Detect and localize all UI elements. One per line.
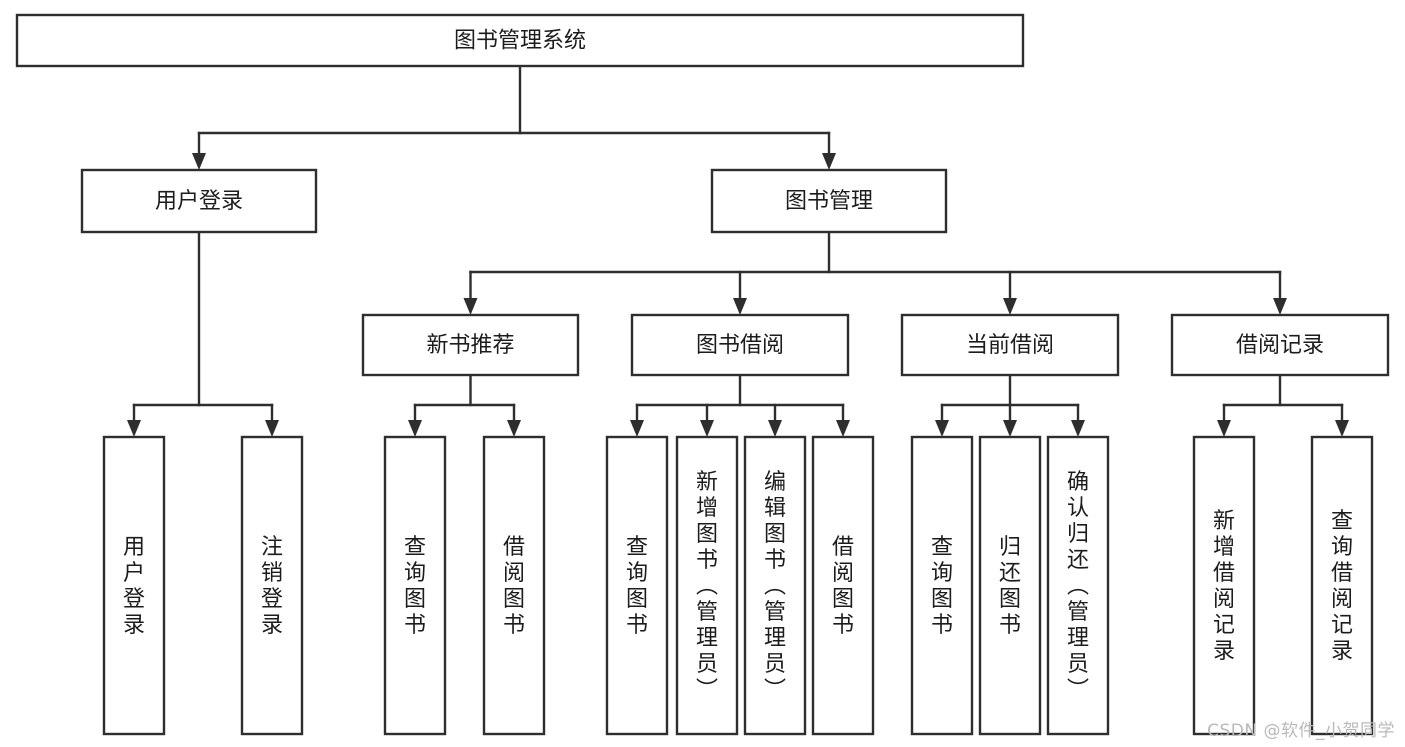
node-user-login[interactable]: 用户登录 (80, 168, 318, 234)
node-box (1170, 313, 1390, 377)
node-box (710, 168, 948, 234)
node-box (80, 168, 318, 234)
node-leaf-edit-book[interactable]: 编辑图书︵管理员︶ (743, 435, 807, 736)
node-label: 借阅记录 (1236, 333, 1324, 358)
node-box (1310, 435, 1374, 736)
node-box (1192, 435, 1256, 736)
node-label: 图书管理系统 (454, 29, 586, 54)
node-leaf-borrow-book-1[interactable]: 借阅图书 (482, 435, 546, 736)
node-label: 查询借阅记录 (1331, 509, 1353, 664)
node-label: 用户登录 (155, 189, 243, 214)
connector-group (127, 230, 279, 437)
node-box (743, 435, 807, 736)
arrow-head-icon (630, 420, 644, 437)
node-label: 图书借阅 (696, 333, 784, 358)
node-label: 注销登录 (261, 535, 283, 638)
node-box (240, 435, 304, 736)
node-leaf-query-book-1[interactable]: 查询图书 (383, 435, 447, 736)
arrow-head-icon (192, 153, 206, 170)
node-leaf-user-login[interactable]: 用户登录 (102, 435, 166, 736)
node-leaf-query-book-3[interactable]: 查询图书 (910, 435, 974, 736)
node-leaf-return-book[interactable]: 归还图书 (978, 435, 1042, 736)
node-leaf-query-record[interactable]: 查询借阅记录 (1310, 435, 1374, 736)
node-book-borrow[interactable]: 图书借阅 (630, 313, 850, 377)
node-leaf-confirm-return[interactable]: 确认归还︵管理员︶ (1046, 435, 1110, 736)
node-layer: 图书管理系统用户登录图书管理新书推荐图书借阅当前借阅借阅记录用户登录注销登录查询… (15, 13, 1390, 736)
node-box (383, 435, 447, 736)
node-label: 当前借阅 (966, 333, 1054, 358)
node-label: 新增图书︵管理员︶ (696, 470, 718, 703)
node-box (900, 313, 1120, 377)
node-box (102, 435, 166, 736)
node-root[interactable]: 图书管理系统 (15, 13, 1025, 68)
node-box (675, 435, 739, 736)
node-label: 查询图书 (931, 535, 953, 638)
node-current-borrow[interactable]: 当前借阅 (900, 313, 1120, 377)
node-label: 新增借阅记录 (1213, 509, 1235, 664)
arrow-head-icon (1003, 420, 1017, 437)
arrow-head-icon (507, 420, 521, 437)
connector-group (1217, 373, 1349, 437)
node-box (605, 435, 669, 736)
node-box (482, 435, 546, 736)
connector-group (192, 64, 836, 170)
arrow-head-icon (733, 298, 747, 315)
node-leaf-add-book[interactable]: 新增图书︵管理员︶ (675, 435, 739, 736)
arrow-head-icon (1003, 298, 1017, 315)
node-label: 借阅图书 (503, 535, 525, 638)
node-label: 查询图书 (626, 535, 648, 638)
node-borrow-records[interactable]: 借阅记录 (1170, 313, 1390, 377)
arrow-head-icon (127, 420, 141, 437)
node-label: 归还图书 (999, 535, 1021, 638)
arrow-head-icon (265, 420, 279, 437)
arrow-head-icon (463, 298, 478, 315)
node-leaf-logout-login[interactable]: 注销登录 (240, 435, 304, 736)
node-label: 图书管理 (785, 189, 873, 214)
arrow-head-icon (822, 153, 836, 170)
arrow-head-icon (408, 420, 422, 437)
node-box (910, 435, 974, 736)
arrow-head-icon (768, 420, 782, 437)
watermark-text: CSDN @软件_小贺同学 (1207, 721, 1395, 741)
node-box (978, 435, 1042, 736)
node-box (361, 313, 580, 377)
arrow-head-icon (836, 420, 850, 437)
connector-group (935, 373, 1085, 437)
edge-layer (127, 64, 1349, 437)
node-new-book-recommend[interactable]: 新书推荐 (361, 313, 580, 377)
node-label: 查询图书 (404, 535, 426, 638)
node-leaf-borrow-book-2[interactable]: 借阅图书 (811, 435, 875, 736)
node-label: 用户登录 (123, 535, 145, 638)
arrow-head-icon (935, 420, 949, 437)
node-box (811, 435, 875, 736)
node-book-management[interactable]: 图书管理 (710, 168, 948, 234)
node-leaf-add-record[interactable]: 新增借阅记录 (1192, 435, 1256, 736)
node-label: 编辑图书︵管理员︶ (764, 470, 786, 703)
node-label: 新书推荐 (426, 333, 514, 358)
node-leaf-query-book-2[interactable]: 查询图书 (605, 435, 669, 736)
node-label: 确认归还︵管理员︶ (1067, 470, 1089, 703)
arrow-head-icon (1335, 420, 1349, 437)
arrow-head-icon (1273, 298, 1287, 315)
node-label: 借阅图书 (832, 535, 854, 638)
connector-group (408, 373, 521, 437)
node-box (15, 13, 1025, 68)
arrow-head-icon (1217, 420, 1231, 437)
arrow-head-icon (700, 420, 714, 437)
connector-group (463, 230, 1287, 315)
arrow-head-icon (1071, 420, 1085, 437)
node-box (630, 313, 850, 377)
node-box (1046, 435, 1110, 736)
connector-group (630, 373, 850, 437)
